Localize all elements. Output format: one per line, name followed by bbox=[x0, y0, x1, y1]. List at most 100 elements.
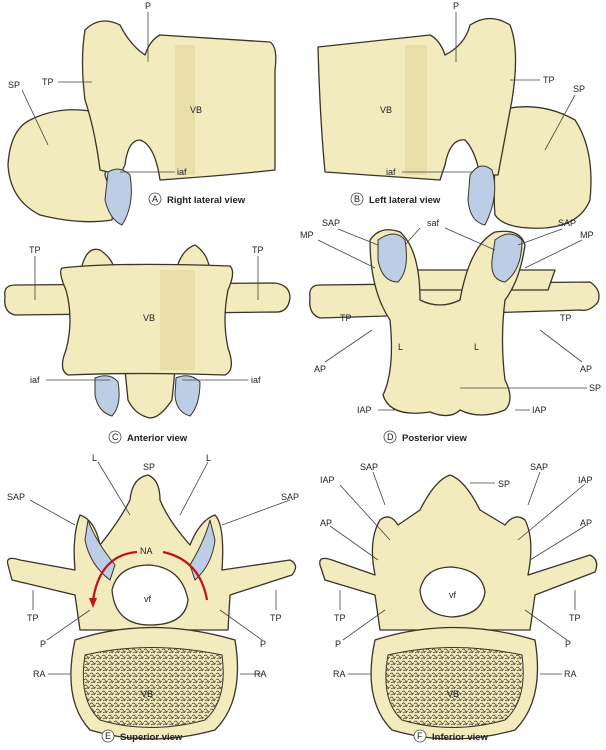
panel-letter-circle bbox=[108, 430, 122, 444]
label-sp: SP bbox=[143, 462, 155, 472]
panel-letter: B bbox=[354, 194, 360, 204]
panel-letter-circle bbox=[383, 430, 397, 444]
label-sap-right: SAP bbox=[530, 462, 548, 472]
body-shading bbox=[405, 45, 427, 175]
label-vb: VB bbox=[143, 313, 155, 323]
label-tp-right: TP bbox=[270, 613, 282, 623]
panel-e-superior: L SP L SAP SAP NA vf TP TP P P RA RA VB … bbox=[6, 453, 299, 743]
label-sp: SP bbox=[8, 80, 20, 90]
label-iaf: iaf bbox=[386, 167, 396, 177]
label-iap-left: IAP bbox=[357, 405, 372, 415]
label-ra-right: RA bbox=[254, 669, 267, 679]
panel-caption: Right lateral view bbox=[167, 195, 246, 206]
saf-right bbox=[189, 519, 216, 581]
saf-left bbox=[377, 233, 407, 283]
label-iaf: iaf bbox=[177, 167, 187, 177]
label-ap-right: AP bbox=[580, 518, 592, 528]
label-tp-right: TP bbox=[569, 613, 581, 623]
label-sap-right: SAP bbox=[558, 218, 576, 228]
iaf-left bbox=[94, 375, 120, 417]
posterior-arch-shape bbox=[6, 474, 297, 631]
panel-caption: Inferior view bbox=[432, 732, 489, 743]
label-sp: SP bbox=[589, 383, 601, 393]
label-ra-right: RA bbox=[564, 669, 577, 679]
label-sap-left: SAP bbox=[7, 492, 25, 502]
panel-letter-circle bbox=[350, 192, 364, 206]
vertebral-body-cancellous bbox=[82, 647, 224, 728]
body-shading bbox=[175, 45, 195, 175]
panel-b-left-lateral: P TP SP VB iaf B Left lateral view bbox=[317, 1, 592, 229]
arrowhead-icon bbox=[89, 598, 97, 608]
label-sap-left: SAP bbox=[360, 462, 378, 472]
iaf-right bbox=[174, 375, 201, 417]
posterior-arch-shape bbox=[319, 474, 598, 631]
label-p-left: P bbox=[335, 639, 341, 649]
label-iaf-right: iaf bbox=[251, 375, 261, 385]
panel-letter-circle bbox=[101, 729, 115, 743]
label-mp-left: MP bbox=[300, 230, 314, 240]
label-tp: TP bbox=[42, 77, 54, 87]
label-ap-left: AP bbox=[314, 364, 326, 374]
panel-caption: Superior view bbox=[120, 732, 183, 743]
panel-letter: C bbox=[112, 432, 119, 442]
panel-letter-circle bbox=[413, 729, 427, 743]
vertebral-foramen bbox=[419, 566, 486, 618]
spinous-process-shape bbox=[493, 106, 592, 229]
label-p: P bbox=[453, 1, 459, 11]
label-vb: VB bbox=[447, 689, 459, 699]
panel-d-posterior: SAP saf SAP MP MP TP TP AP AP L L SP IAP… bbox=[300, 218, 601, 444]
panel-a-right-lateral: P SP TP VB iaf A Right lateral view bbox=[7, 1, 277, 226]
panel-letter: F bbox=[417, 731, 423, 741]
label-mp-right: MP bbox=[580, 230, 594, 240]
label-tp-left: TP bbox=[27, 613, 39, 623]
label-vf: vf bbox=[449, 590, 457, 600]
label-ap-left: AP bbox=[320, 518, 332, 528]
label-vf: vf bbox=[144, 594, 152, 604]
label-tp-right: TP bbox=[252, 245, 264, 255]
label-tp-left: TP bbox=[334, 613, 346, 623]
panel-caption: Anterior view bbox=[127, 433, 188, 444]
neural-arch-arrow bbox=[91, 550, 209, 601]
label-sap-right: SAP bbox=[281, 492, 299, 502]
label-tp: TP bbox=[543, 75, 555, 85]
lamina-spinous-shape bbox=[369, 229, 526, 417]
label-vb: VB bbox=[141, 689, 153, 699]
panel-letter-circle bbox=[148, 192, 162, 206]
label-tp-right: TP bbox=[560, 313, 572, 323]
label-sp: SP bbox=[573, 84, 585, 94]
panel-f-inferior: IAP SAP SP SAP IAP AP AP vf TP TP P P RA… bbox=[319, 462, 598, 743]
body-shading bbox=[160, 270, 195, 370]
label-sp: SP bbox=[498, 479, 510, 489]
label-iap-right: IAP bbox=[578, 475, 593, 485]
label-tp-left: TP bbox=[29, 245, 41, 255]
label-ra-left: RA bbox=[33, 669, 46, 679]
label-na: NA bbox=[140, 546, 153, 556]
label-vb: VB bbox=[190, 105, 202, 115]
label-p-left: P bbox=[40, 639, 46, 649]
label-l-left: L bbox=[398, 342, 403, 352]
panel-caption: Left lateral view bbox=[369, 195, 441, 206]
label-tp-left: TP bbox=[340, 313, 352, 323]
label-saf: saf bbox=[427, 218, 440, 228]
label-ap-right: AP bbox=[580, 364, 592, 374]
label-l-right: L bbox=[206, 453, 211, 463]
label-p: P bbox=[145, 1, 151, 11]
label-iaf-left: iaf bbox=[30, 375, 40, 385]
panel-letter: D bbox=[387, 432, 394, 442]
spinous-process-shape bbox=[124, 369, 176, 419]
panel-letter: E bbox=[105, 731, 111, 741]
panel-caption: Posterior view bbox=[402, 433, 468, 444]
panel-c-anterior: TP TP VB iaf iaf C Anterior view bbox=[4, 244, 291, 444]
label-iap-right: IAP bbox=[532, 405, 547, 415]
label-p-right: P bbox=[565, 639, 571, 649]
inferior-articular-facet bbox=[467, 165, 496, 226]
inferior-articular-facet bbox=[104, 168, 132, 226]
label-ra-left: RA bbox=[333, 669, 346, 679]
panel-letter: A bbox=[152, 194, 158, 204]
saf-right bbox=[491, 233, 523, 283]
label-l-left: L bbox=[92, 453, 97, 463]
vertebral-foramen bbox=[111, 564, 189, 626]
label-l-right: L bbox=[474, 342, 479, 352]
label-vb: VB bbox=[380, 105, 392, 115]
